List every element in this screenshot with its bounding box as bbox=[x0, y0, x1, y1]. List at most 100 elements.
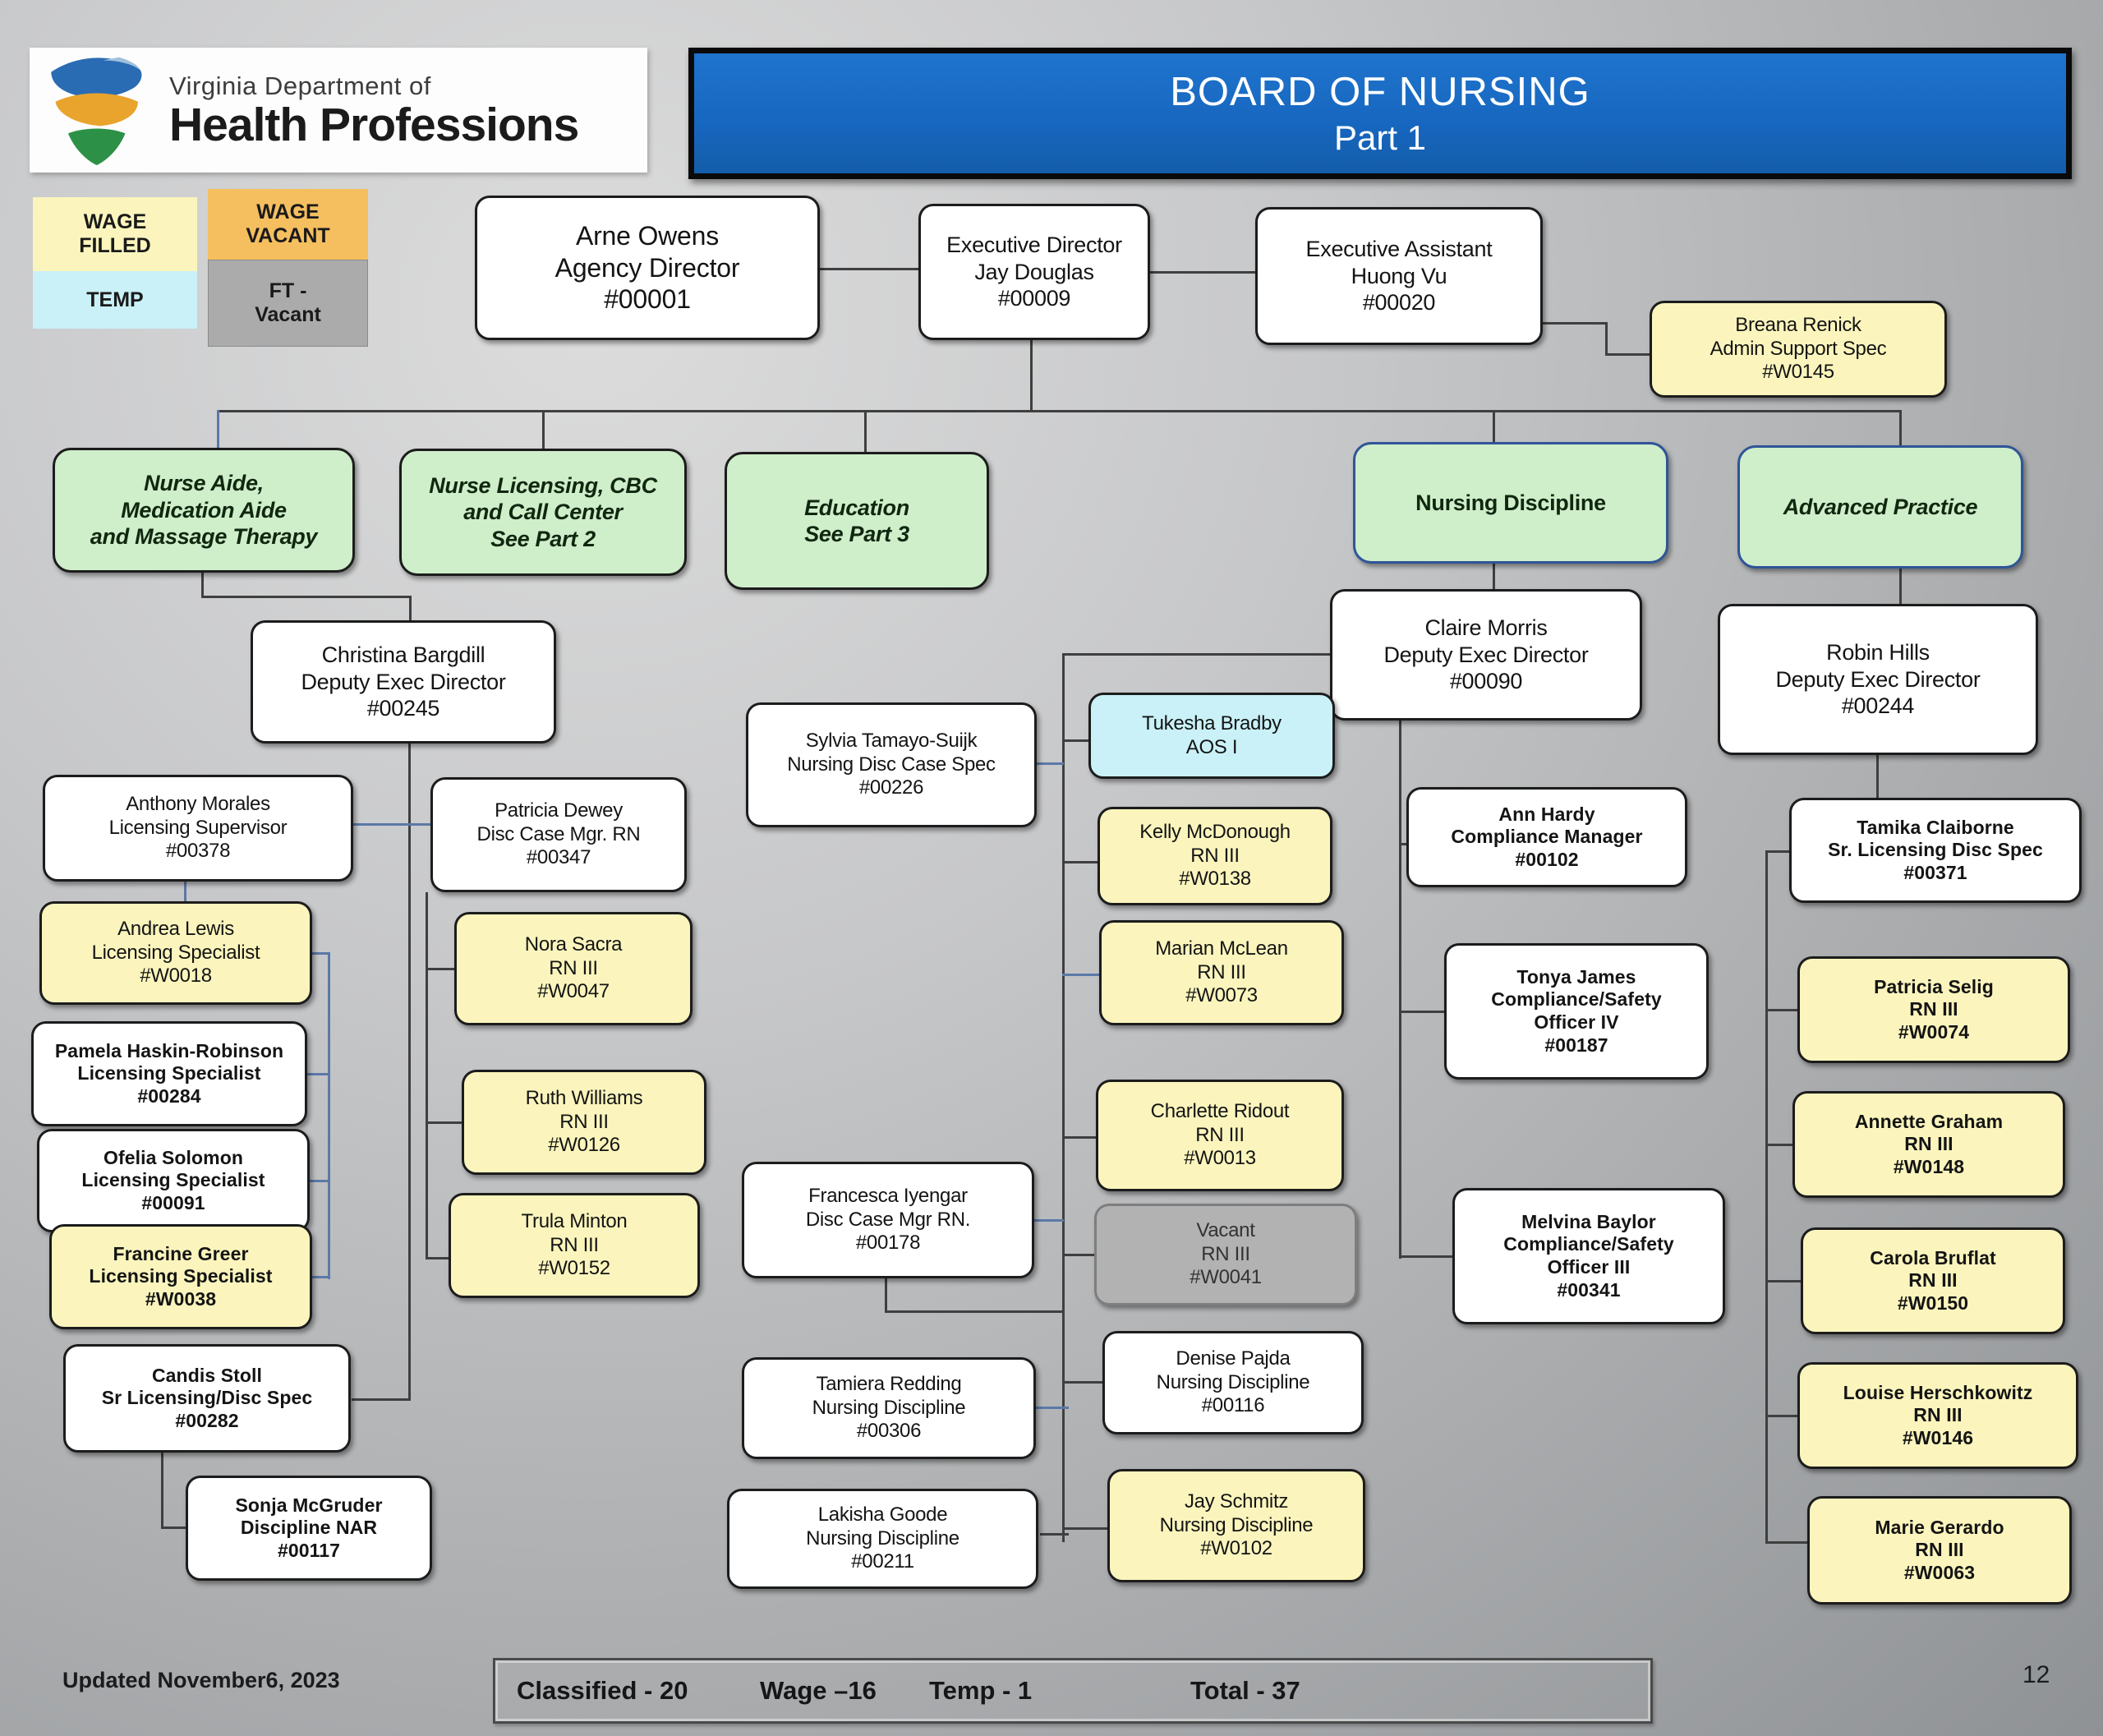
org-node-text: #W0038 bbox=[145, 1287, 217, 1310]
connector-line bbox=[201, 596, 412, 598]
org-node-text: Melvina Baylor bbox=[1521, 1210, 1656, 1232]
legend-temp: TEMP bbox=[33, 271, 197, 329]
org-node-text: Lakisha Goode bbox=[817, 1503, 948, 1526]
org-node-text: #00020 bbox=[1362, 290, 1436, 315]
org-node-text: Officer III bbox=[1547, 1256, 1631, 1278]
connector-line bbox=[201, 571, 204, 597]
org-node-text: #00187 bbox=[1544, 1034, 1608, 1056]
legend-wage-vacant: WAGE VACANT bbox=[208, 189, 368, 260]
legend-temp-label: TEMP bbox=[86, 288, 144, 311]
connector-line bbox=[1062, 653, 1065, 1542]
org-node-text: #W0013 bbox=[1184, 1147, 1256, 1170]
connector-line bbox=[1037, 762, 1064, 765]
connector-line bbox=[1765, 1144, 1794, 1146]
org-node-text: Trula Minton bbox=[521, 1209, 628, 1232]
org-node-text: #00178 bbox=[855, 1232, 921, 1255]
connector-line bbox=[184, 880, 186, 903]
connector-line bbox=[1399, 1011, 1446, 1013]
org-node-text: See Part 3 bbox=[804, 522, 909, 546]
connector-line bbox=[864, 410, 867, 454]
connector-line bbox=[312, 952, 329, 955]
agency-logo-panel: Virginia Department of Health Profession… bbox=[30, 48, 647, 173]
org-node-text: Licensing Supervisor bbox=[108, 816, 288, 839]
org-node-text: #W0150 bbox=[1897, 1292, 1969, 1314]
org-node-text: and Call Center bbox=[463, 500, 623, 525]
org-node-text: RN III bbox=[1915, 1539, 1964, 1561]
org-node-text: Candis Stoll bbox=[151, 1364, 263, 1386]
org-node-text: #00211 bbox=[851, 1550, 914, 1573]
org-node-text: Patricia Selig bbox=[1874, 975, 1994, 997]
connector-line bbox=[307, 1073, 329, 1075]
summary-wage: Wage –16 bbox=[760, 1676, 877, 1705]
connector-line bbox=[1493, 410, 1495, 444]
legend-wage-filled-line2: FILLED bbox=[79, 234, 151, 257]
connector-line bbox=[1062, 861, 1099, 863]
org-node-text: See Part 2 bbox=[490, 526, 596, 551]
org-node-text: Agency Director bbox=[555, 252, 740, 283]
summary-temp: Temp - 1 bbox=[929, 1676, 1033, 1705]
staff-summary-box: Classified - 20 Wage –16 Temp - 1 Total … bbox=[493, 1658, 1653, 1724]
org-node-text: Medication Aide bbox=[121, 497, 287, 523]
connector-line bbox=[542, 410, 545, 451]
connector-line bbox=[1150, 271, 1255, 274]
org-node-text: #W0063 bbox=[1903, 1561, 1976, 1583]
connector-line bbox=[1063, 653, 1333, 656]
org-node-text: #W0073 bbox=[1185, 984, 1258, 1007]
org-node-text: Education bbox=[804, 495, 909, 520]
org-node-text: Nursing Discipline bbox=[806, 1526, 959, 1550]
org-node-advanced-practice-group: Advanced Practice bbox=[1737, 445, 2023, 569]
title-line1: BOARD OF NURSING bbox=[1170, 70, 1590, 114]
org-node-text: #00306 bbox=[856, 1420, 922, 1443]
org-node-text: RN III bbox=[549, 956, 598, 979]
org-node-text: RN III bbox=[1195, 1123, 1245, 1146]
org-node-text: Deputy Exec Director bbox=[1775, 666, 1981, 692]
org-node-text: Sr Licensing/Disc Spec bbox=[101, 1387, 313, 1409]
org-node-text: Nursing Discipline bbox=[1156, 1370, 1310, 1393]
connector-line bbox=[217, 410, 219, 449]
connector-line bbox=[409, 596, 412, 622]
org-node-text: Francine Greer bbox=[113, 1242, 249, 1264]
org-node-text: #00245 bbox=[366, 696, 440, 721]
org-node-text: RN III bbox=[1190, 844, 1240, 867]
org-node-text: #W0047 bbox=[537, 980, 610, 1003]
org-node-text: Anthony Morales bbox=[126, 792, 270, 815]
org-node-text: Advanced Practice bbox=[1783, 494, 1978, 519]
org-node-text: Ann Hardy bbox=[1498, 803, 1595, 825]
connector-line bbox=[1062, 1136, 1098, 1139]
org-node-text: #W0102 bbox=[1200, 1537, 1272, 1560]
org-node-text: Christina Bargdill bbox=[321, 642, 485, 668]
org-node-text: Licensing Specialist bbox=[81, 1169, 265, 1191]
connector-line bbox=[1899, 410, 1902, 448]
org-node-text: Sr. Licensing Disc Spec bbox=[1828, 839, 2043, 861]
org-node-text: #W0146 bbox=[1902, 1426, 1974, 1448]
org-node-text: Francesca Iyengar bbox=[808, 1184, 968, 1207]
org-node-text: Carola Bruflat bbox=[1870, 1246, 1996, 1269]
page-title: BOARD OF NURSING Part 1 bbox=[688, 48, 2072, 179]
org-node-text: Kelly McDonough bbox=[1139, 820, 1291, 843]
legend-wage-filled-line1: WAGE bbox=[83, 210, 147, 234]
org-node-text: Disc Case Mgr RN. bbox=[805, 1208, 971, 1231]
org-node-text: Compliance Manager bbox=[1451, 826, 1643, 848]
connector-line bbox=[352, 1398, 411, 1401]
connector-line bbox=[820, 268, 920, 270]
org-node-text: Executive Director bbox=[946, 233, 1122, 258]
org-node-text: Licensing Specialist bbox=[89, 1265, 273, 1287]
org-node-text: Ruth Williams bbox=[525, 1086, 643, 1109]
org-node-text: #W0148 bbox=[1893, 1155, 1965, 1177]
